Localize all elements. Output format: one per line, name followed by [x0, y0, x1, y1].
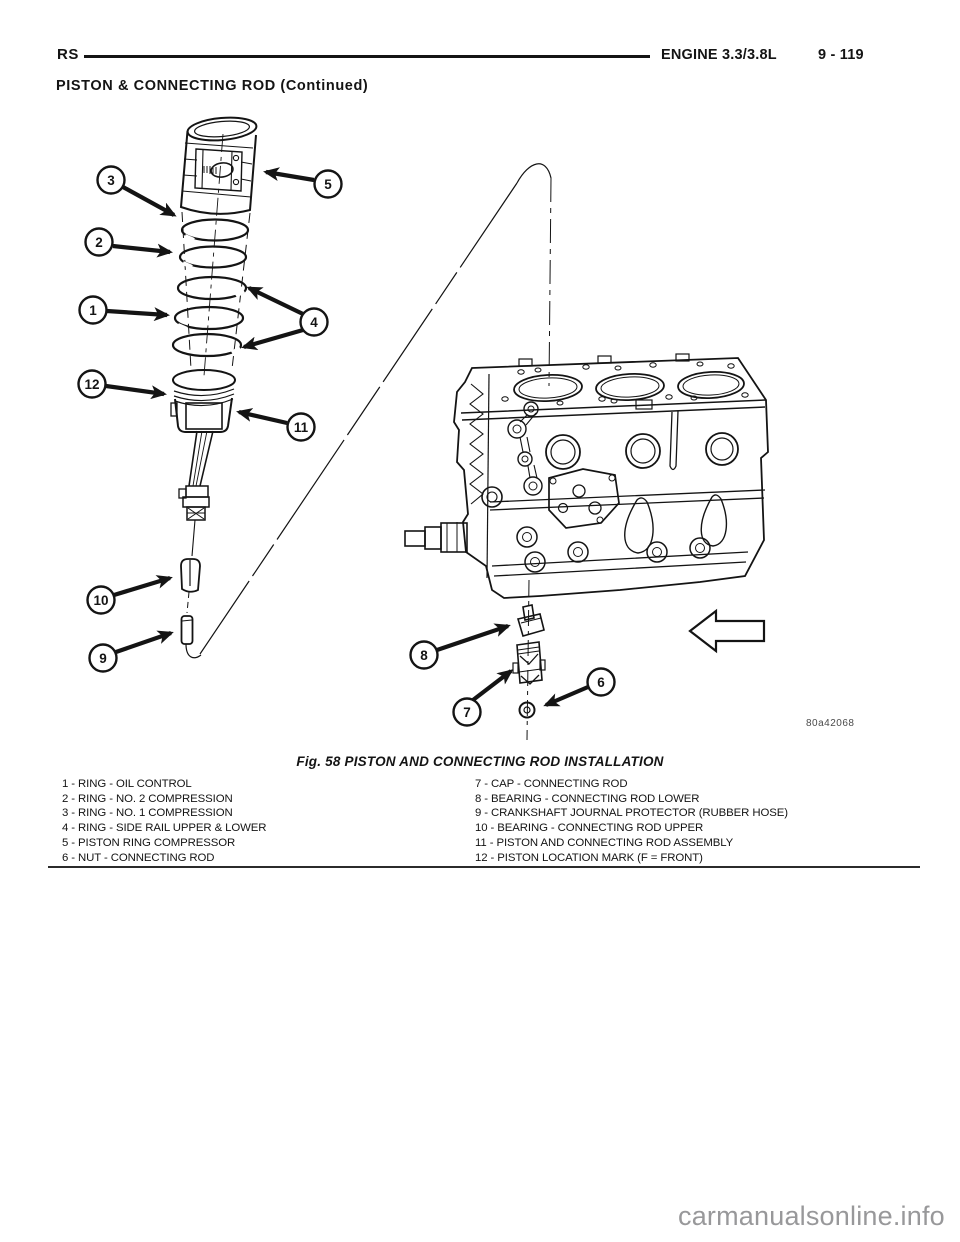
pan-rail-bosses	[516, 526, 711, 573]
svg-text:9: 9	[99, 651, 107, 666]
callout-arrows	[105, 167, 589, 707]
rod-nut	[518, 701, 536, 719]
header-engine-title: ENGINE 3.3/3.8L	[661, 47, 777, 63]
svg-text:12: 12	[84, 377, 99, 392]
header-page-number: 9 - 119	[818, 47, 864, 63]
callouts: 1 2 3 4 5 6 7	[77, 165, 616, 727]
bottom-rule	[48, 866, 920, 868]
legend-item: 10 - BEARING - CONNECTING ROD UPPER	[475, 822, 704, 835]
legend-item: 6 - NUT - CONNECTING ROD	[62, 851, 215, 864]
block-linkage	[507, 401, 543, 496]
legend-right-column: 7 - CAP - CONNECTING ROD 8 - BEARING - C…	[475, 777, 788, 865]
block-bolt	[481, 486, 503, 508]
legend-item: 2 - RING - NO. 2 COMPRESSION	[62, 792, 233, 805]
legend-item: 1 - RING - OIL CONTROL	[62, 778, 192, 790]
figure-image-code: 80a42068	[806, 718, 855, 729]
piston-rings	[171, 218, 250, 358]
section-title: PISTON & CONNECTING ROD (Continued)	[56, 78, 369, 94]
svg-text:10: 10	[93, 593, 108, 608]
rod-bearing-upper	[180, 558, 201, 614]
svg-text:3: 3	[107, 173, 115, 188]
cylinder-bores	[513, 371, 745, 403]
callout-9: 9	[88, 643, 118, 673]
svg-text:11: 11	[294, 420, 309, 435]
callout-5: 5	[313, 169, 343, 199]
callout-12: 12	[77, 369, 107, 399]
cylinder-construction-lines	[181, 133, 251, 377]
svg-text:5: 5	[324, 177, 332, 192]
legend-item: 3 - RING - NO. 1 COMPRESSION	[62, 807, 233, 820]
block-gasket-plate	[548, 468, 620, 529]
piston-and-connecting-rod	[170, 369, 236, 557]
callout-8: 8	[409, 640, 439, 670]
figure-caption: Fig. 58 PISTON AND CONNECTING ROD INSTAL…	[296, 754, 664, 769]
engine-block	[404, 353, 769, 599]
crankshaft-snout	[404, 522, 468, 553]
svg-text:6: 6	[597, 675, 605, 690]
svg-text:8: 8	[420, 648, 428, 663]
legend-left-column: 1 - RING - OIL CONTROL 2 - RING - NO. 2 …	[62, 777, 267, 865]
legend-item: 12 - PISTON LOCATION MARK (F = FRONT)	[475, 851, 703, 864]
svg-text:7: 7	[463, 705, 471, 720]
legend-item: 5 - PISTON RING COMPRESSOR	[62, 836, 236, 849]
piston-ring-compressor	[179, 116, 258, 215]
svg-text:4: 4	[310, 315, 318, 330]
header-rule	[84, 55, 650, 58]
callout-6: 6	[586, 667, 616, 697]
callout-2: 2	[84, 227, 114, 257]
leader-line	[199, 163, 552, 655]
figure-diagram: 1 2 3 4 5 6 7	[77, 116, 769, 741]
svg-text:2: 2	[95, 235, 103, 250]
callout-10: 10	[86, 585, 116, 615]
deck-holes	[501, 361, 749, 406]
callout-7: 7	[452, 697, 482, 727]
piston-location-mark	[170, 402, 178, 417]
legend-item: 8 - BEARING - CONNECTING ROD LOWER	[475, 792, 700, 805]
crank-journal-protector-hose	[180, 615, 202, 659]
legend-item: 7 - CAP - CONNECTING ROD	[475, 778, 628, 790]
core-plugs	[545, 432, 739, 470]
rod-bearing-lower	[516, 604, 545, 637]
callout-3: 3	[96, 165, 126, 195]
svg-text:1: 1	[89, 303, 97, 318]
direction-arrow-icon	[688, 608, 766, 654]
header-model-code: RS	[57, 46, 79, 63]
callout-1: 1	[78, 295, 108, 325]
callout-4: 4	[299, 307, 329, 337]
watermark: carmanualsonline.info	[678, 1201, 945, 1231]
callout-11: 11	[286, 412, 316, 442]
legend-item: 11 - PISTON AND CONNECTING ROD ASSEMBLY	[475, 836, 734, 849]
legend-item: 4 - RING - SIDE RAIL UPPER & LOWER	[62, 822, 267, 835]
legend-item: 9 - CRANKSHAFT JOURNAL PROTECTOR (RUBBER…	[475, 807, 788, 820]
rod-cap	[512, 641, 546, 685]
